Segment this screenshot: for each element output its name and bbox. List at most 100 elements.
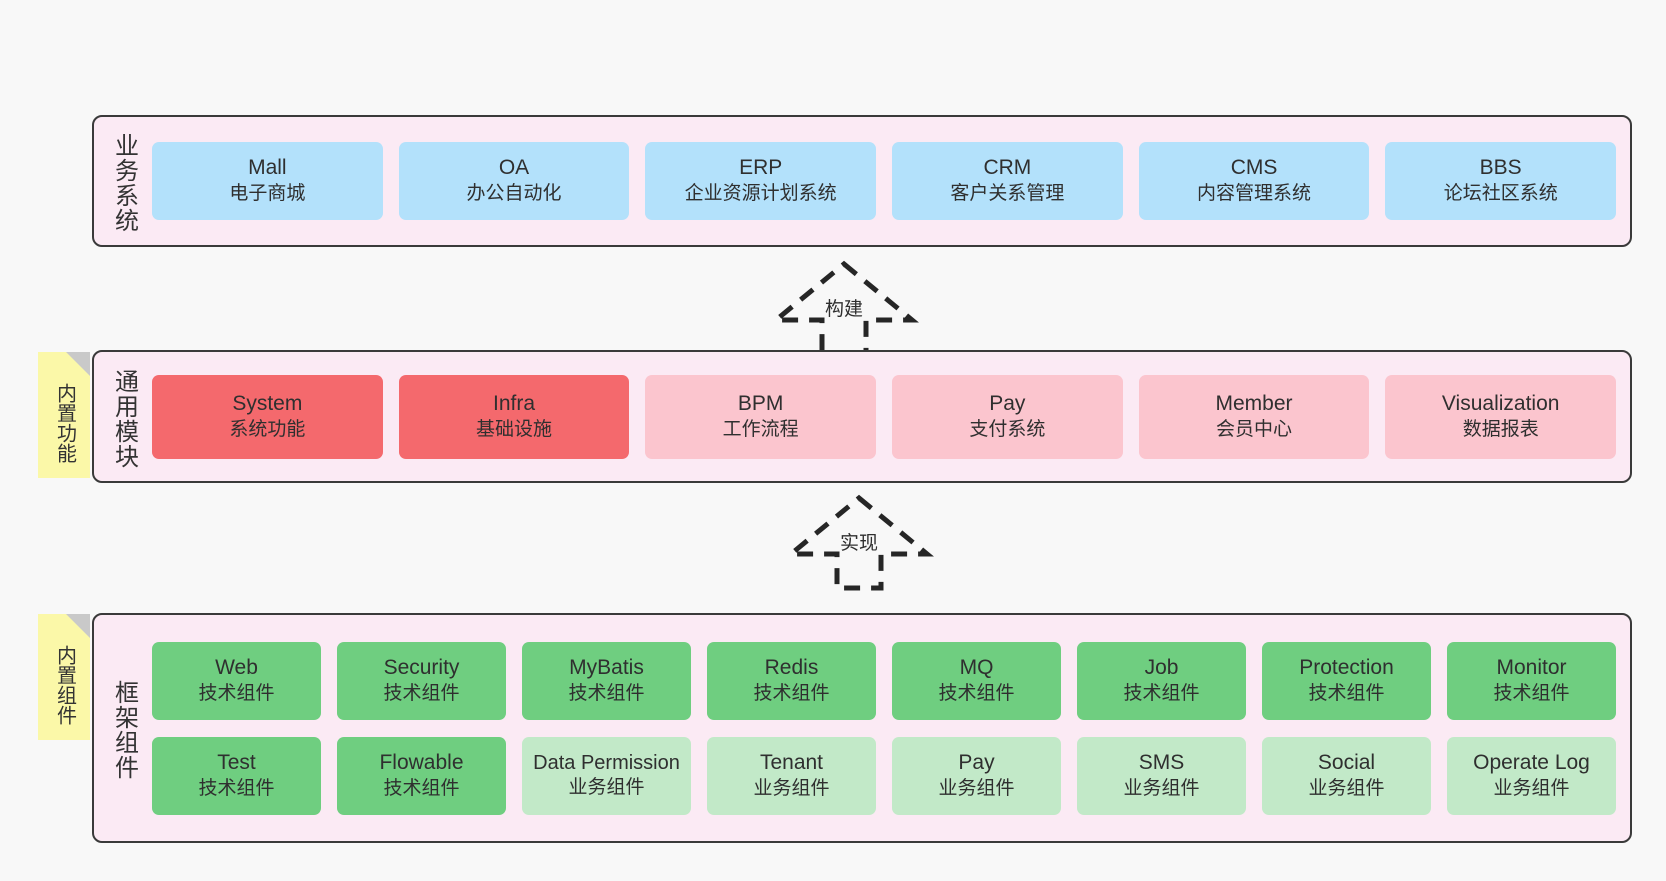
card-subtitle: 技术组件 [383, 777, 460, 799]
card-subtitle: 业务组件 [1493, 777, 1570, 799]
card-title: BBS [1479, 156, 1522, 180]
card-mall[interactable]: Mall 电子商城 [152, 142, 383, 220]
card-mybatis[interactable]: MyBatis 技术组件 [522, 641, 691, 720]
card-title: Security [383, 655, 460, 679]
connector-build-label: 构建 [824, 299, 864, 320]
card-subtitle: 技术组件 [1308, 682, 1385, 704]
card-subtitle: 业务组件 [938, 777, 1015, 799]
connector-implement-label: 实现 [839, 533, 879, 554]
connector-build: 构建 [760, 258, 928, 358]
card-title: Job [1144, 655, 1179, 679]
card-title: Test [217, 750, 256, 774]
card-crm[interactable]: CRM 客户关系管理 [892, 142, 1123, 220]
card-subtitle: 业务组件 [1308, 777, 1385, 799]
card-row: System 系统功能 Infra 基础设施 BPM 工作流程 Pay 支付系统… [152, 374, 1617, 459]
card-title: BPM [737, 391, 784, 415]
card-title: CRM [983, 156, 1032, 180]
card-subtitle: 系统功能 [229, 418, 306, 440]
card-test[interactable]: Test 技术组件 [152, 736, 321, 815]
sticky-note-builtin-components: 内置组件 [38, 614, 90, 740]
card-title: Pay [958, 750, 995, 774]
card-pay-component[interactable]: Pay 业务组件 [892, 736, 1061, 815]
card-subtitle: 办公自动化 [466, 183, 562, 205]
card-title: Web [215, 655, 258, 679]
card-title: Monitor [1496, 655, 1567, 679]
card-oa[interactable]: OA 办公自动化 [398, 142, 630, 220]
card-redis[interactable]: Redis 技术组件 [707, 641, 876, 720]
card-title: CMS [1230, 156, 1278, 180]
card-subtitle: 技术组件 [568, 682, 645, 704]
card-web[interactable]: Web 技术组件 [152, 641, 321, 720]
card-subtitle: 技术组件 [938, 682, 1015, 704]
card-bpm[interactable]: BPM 工作流程 [645, 374, 877, 459]
card-subtitle: 支付系统 [969, 418, 1046, 440]
card-subtitle: 技术组件 [198, 682, 275, 704]
sticky-note-text: 内置功能 [53, 383, 76, 463]
folded-corner-icon [66, 614, 90, 638]
card-title: OA [498, 156, 530, 180]
card-subtitle: 业务组件 [568, 777, 645, 799]
card-title: Pay [989, 391, 1026, 415]
card-cms[interactable]: CMS 内容管理系统 [1138, 142, 1370, 220]
card-title: System [232, 391, 303, 415]
card-data-permission[interactable]: Data Permission 业务组件 [522, 736, 691, 815]
card-tenant[interactable]: Tenant 业务组件 [707, 736, 876, 815]
card-monitor[interactable]: Monitor 技术组件 [1447, 641, 1616, 720]
card-title: Tenant [759, 750, 824, 774]
card-visualization[interactable]: Visualization 数据报表 [1385, 374, 1617, 459]
card-subtitle: 业务组件 [753, 777, 830, 799]
card-flowable[interactable]: Flowable 技术组件 [337, 736, 506, 815]
card-title: ERP [739, 156, 783, 180]
card-social[interactable]: Social 业务组件 [1262, 736, 1431, 815]
layer-title-business-text: 业务系统 [110, 133, 138, 233]
layer-title-modules: 通用模块 [94, 352, 152, 481]
layer-title-framework: 框架组件 [94, 615, 152, 841]
card-subtitle: 论坛社区系统 [1443, 183, 1558, 205]
card-title: Operate Log [1473, 750, 1590, 774]
card-bbs[interactable]: BBS 论坛社区系统 [1385, 142, 1617, 220]
card-operate-log[interactable]: Operate Log 业务组件 [1447, 736, 1616, 815]
card-title: Social [1317, 750, 1376, 774]
card-subtitle: 内容管理系统 [1197, 183, 1312, 205]
card-subtitle: 技术组件 [1123, 682, 1200, 704]
folded-corner-icon [66, 352, 90, 376]
card-subtitle: 工作流程 [722, 418, 799, 440]
card-subtitle: 客户关系管理 [950, 183, 1065, 205]
card-subtitle: 会员中心 [1216, 418, 1293, 440]
card-subtitle: 业务组件 [1123, 777, 1200, 799]
card-subtitle: 技术组件 [753, 682, 830, 704]
layer-body-modules: System 系统功能 Infra 基础设施 BPM 工作流程 Pay 支付系统… [152, 352, 1630, 481]
card-mq[interactable]: MQ 技术组件 [892, 641, 1061, 720]
card-title: Protection [1299, 655, 1394, 679]
card-infra[interactable]: Infra 基础设施 [398, 374, 630, 459]
card-erp[interactable]: ERP 企业资源计划系统 [645, 142, 877, 220]
card-row: Mall 电子商城 OA 办公自动化 ERP 企业资源计划系统 CRM 客户关系… [152, 142, 1617, 220]
card-subtitle: 数据报表 [1462, 418, 1539, 440]
card-title: Redis [764, 655, 819, 679]
card-system[interactable]: System 系统功能 [152, 374, 383, 459]
card-pay-module[interactable]: Pay 支付系统 [892, 374, 1123, 459]
card-title: MyBatis [569, 655, 644, 679]
card-subtitle: 电子商城 [229, 183, 306, 205]
layer-title-modules-text: 通用模块 [110, 368, 138, 469]
card-row: Web 技术组件 Security 技术组件 MyBatis 技术组件 Redi… [152, 641, 1616, 720]
card-title: Flowable [379, 750, 464, 774]
card-title: Data Permission [533, 751, 680, 774]
sticky-note-builtin-features: 内置功能 [38, 352, 90, 478]
layer-framework-components: 框架组件 Web 技术组件 Security 技术组件 MyBatis 技术组件… [92, 613, 1632, 843]
layer-business-systems: 业务系统 Mall 电子商城 OA 办公自动化 ERP 企业资源计划系统 CRM [92, 115, 1632, 247]
layer-body-business: Mall 电子商城 OA 办公自动化 ERP 企业资源计划系统 CRM 客户关系… [152, 117, 1630, 245]
card-title: Visualization [1441, 391, 1560, 415]
card-security[interactable]: Security 技术组件 [337, 641, 506, 720]
card-row: Test 技术组件 Flowable 技术组件 Data Permission … [152, 736, 1616, 815]
card-title: MQ [959, 655, 994, 679]
card-protection[interactable]: Protection 技术组件 [1262, 641, 1431, 720]
card-job[interactable]: Job 技术组件 [1077, 641, 1246, 720]
layer-common-modules: 通用模块 System 系统功能 Infra 基础设施 BPM 工作流程 Pay [92, 350, 1632, 483]
card-subtitle: 企业资源计划系统 [684, 183, 837, 205]
connector-implement: 实现 [775, 492, 943, 592]
layer-title-business: 业务系统 [94, 117, 152, 245]
card-sms[interactable]: SMS 业务组件 [1077, 736, 1246, 815]
card-member[interactable]: Member 会员中心 [1138, 374, 1370, 459]
